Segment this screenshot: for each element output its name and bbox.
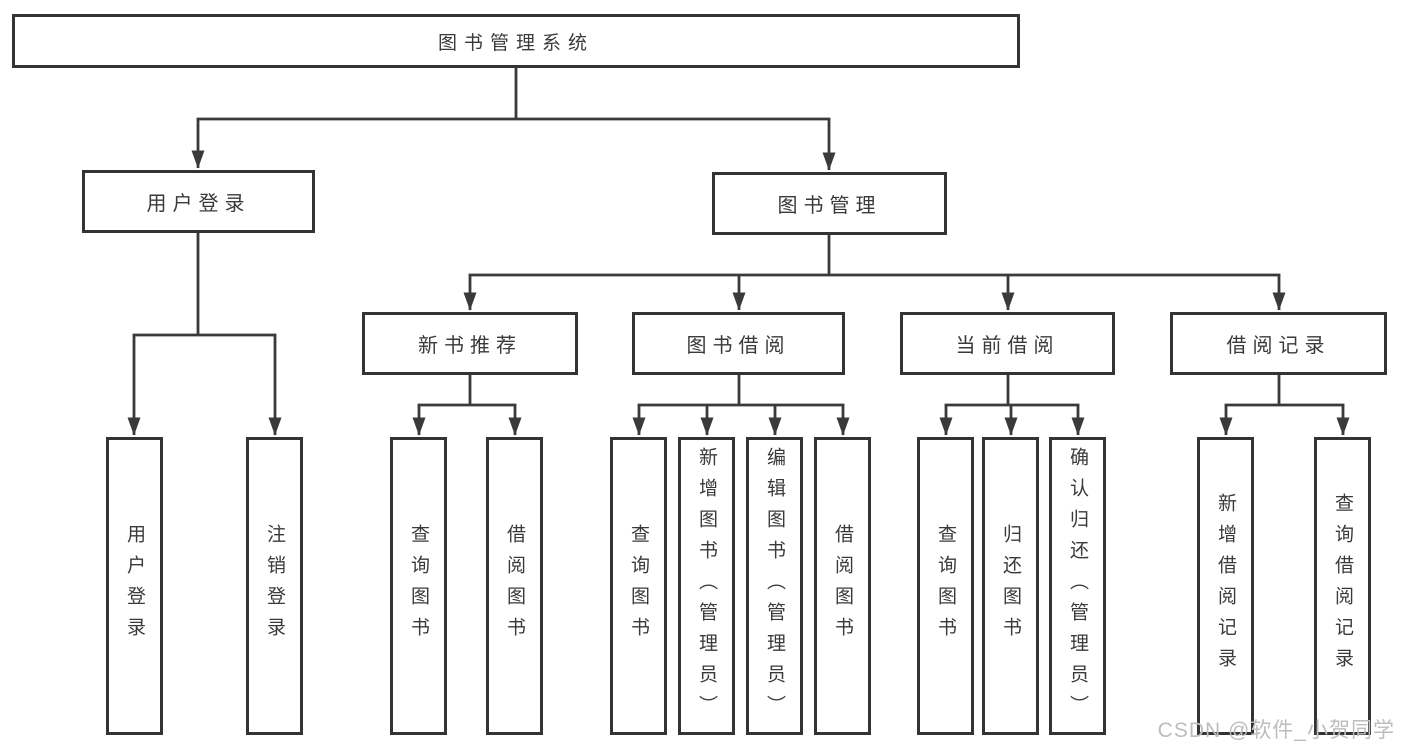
watermark-text: CSDN @软件_小贺同学 xyxy=(1157,719,1395,742)
leaf-query-books-current: 查询图书 xyxy=(917,437,974,735)
leaf-add-book-admin: 新增图书（管理员） xyxy=(678,437,735,735)
connector-recommend-to-leaves xyxy=(412,373,522,436)
leaf-add-borrow-record: 新增借阅记录 xyxy=(1197,437,1254,735)
node-new-book-recommendation: 新书推荐 xyxy=(362,312,578,375)
leaf-borrow-books-recommend: 借阅图书 xyxy=(486,437,543,735)
node-library-management-system: 图书管理系统 xyxy=(12,14,1020,68)
connector-current-to-leaves xyxy=(939,373,1085,436)
leaf-logout: 注销登录 xyxy=(246,437,303,735)
node-user-login: 用户登录 xyxy=(82,170,315,233)
connector-borrowing-to-leaves xyxy=(632,373,850,436)
node-current-borrowing: 当前借阅 xyxy=(900,312,1115,375)
leaf-confirm-return-admin: 确认归还（管理员） xyxy=(1049,437,1106,735)
connector-records-to-leaves xyxy=(1219,373,1350,436)
leaf-query-borrow-record: 查询借阅记录 xyxy=(1314,437,1371,735)
leaf-query-books-borrow: 查询图书 xyxy=(610,437,667,735)
node-borrowing-records: 借阅记录 xyxy=(1170,312,1387,375)
node-book-borrowing: 图书借阅 xyxy=(632,312,845,375)
connector-user-login-to-leaves xyxy=(127,231,282,436)
connector-root-to-level2 xyxy=(191,66,836,171)
node-book-management: 图书管理 xyxy=(712,172,947,235)
leaf-user-login: 用户登录 xyxy=(106,437,163,735)
leaf-edit-book-admin: 编辑图书（管理员） xyxy=(746,437,803,735)
connector-book-management-to-level3 xyxy=(463,233,1286,311)
leaf-borrow-books-borrow: 借阅图书 xyxy=(814,437,871,735)
leaf-query-books-recommend: 查询图书 xyxy=(390,437,447,735)
leaf-return-books: 归还图书 xyxy=(982,437,1039,735)
